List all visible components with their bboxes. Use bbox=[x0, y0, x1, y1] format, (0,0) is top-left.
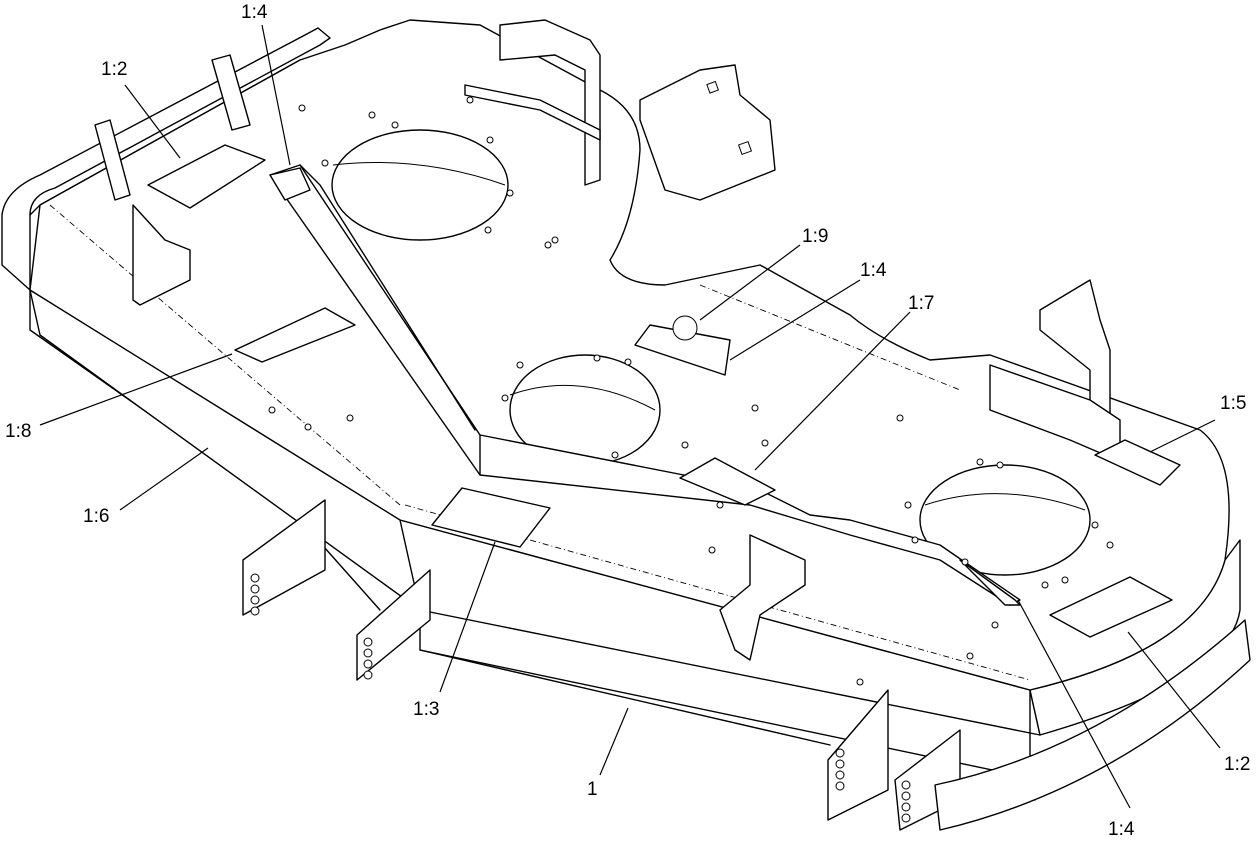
callout-1-4-top: 1:4 bbox=[241, 2, 268, 23]
decal-1-5 bbox=[1094, 439, 1181, 486]
decal-1-4-right bbox=[959, 559, 1021, 606]
callout-1-2-right: 1:2 bbox=[1224, 754, 1250, 775]
callout-1-6: 1:6 bbox=[83, 506, 109, 527]
decal-1-2-right bbox=[1049, 576, 1173, 638]
callout-1: 1 bbox=[587, 779, 598, 800]
blade-openings bbox=[331, 129, 1091, 576]
callout-1-8: 1:8 bbox=[5, 421, 31, 442]
callout-1-4-center: 1:4 bbox=[860, 260, 887, 281]
decals bbox=[147, 144, 1181, 638]
deck-holes bbox=[268, 96, 1114, 686]
callout-1-2-left: 1:2 bbox=[101, 59, 127, 80]
decal-1-9 bbox=[672, 315, 698, 341]
callout-1-5: 1:5 bbox=[1220, 393, 1246, 414]
callout-1-9: 1:9 bbox=[802, 226, 828, 247]
callout-labels: 1:4 1:2 1:9 1:4 1:7 1:5 1:8 1:6 1:3 1 1:… bbox=[5, 2, 1250, 840]
decal-1-2-left bbox=[147, 144, 266, 209]
callout-1-7: 1:7 bbox=[908, 293, 934, 314]
leader-lines bbox=[39, 24, 1221, 809]
decal-1-4-top bbox=[269, 167, 311, 201]
decal-1-7 bbox=[679, 457, 776, 506]
decal-1-4-center bbox=[634, 324, 731, 376]
decal-1-8 bbox=[234, 307, 356, 363]
center-channel bbox=[269, 164, 1021, 606]
decal-1-3 bbox=[431, 487, 551, 548]
hitch-holes bbox=[250, 573, 911, 823]
mount-brackets bbox=[94, 19, 1251, 831]
callout-1-4-bottom: 1:4 bbox=[1108, 819, 1135, 840]
callout-1-3: 1:3 bbox=[413, 699, 439, 720]
